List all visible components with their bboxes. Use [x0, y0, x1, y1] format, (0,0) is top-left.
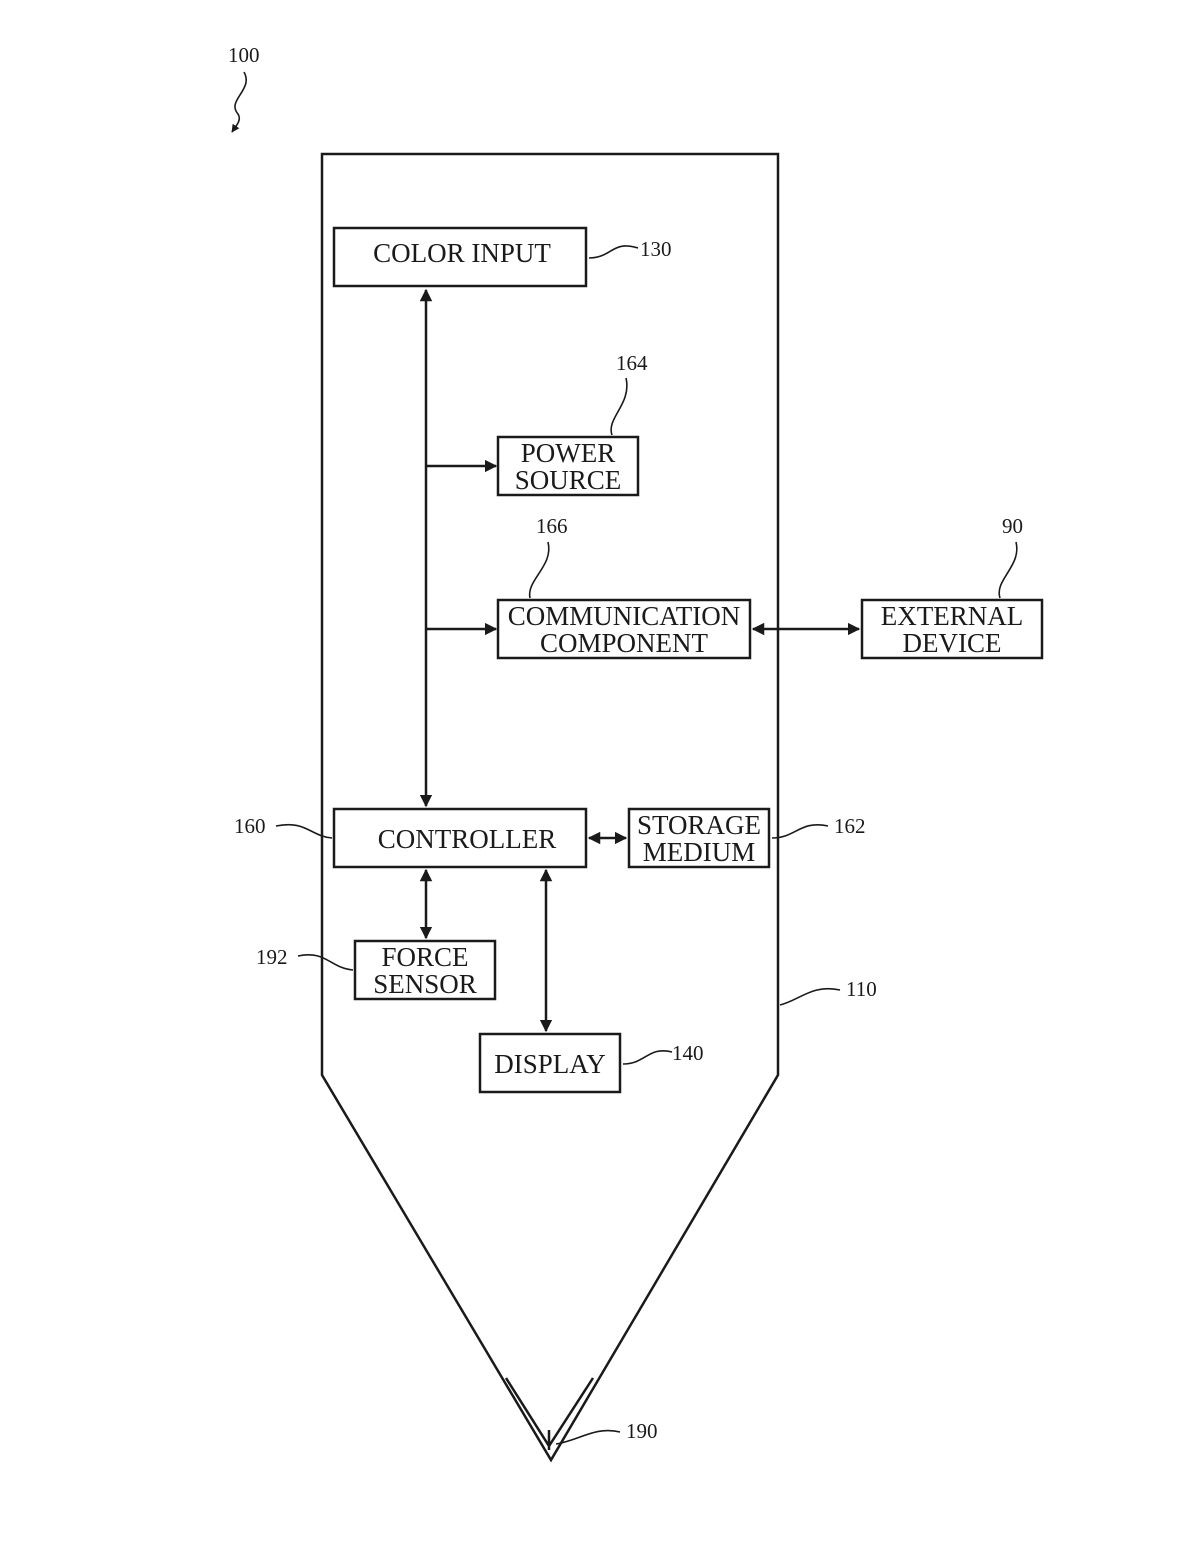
communication-component-block: COMMUNICATION COMPONENT [496, 598, 752, 660]
ref-110: 110 [846, 977, 877, 1001]
ref-192-leader [297, 954, 354, 971]
ref-130-leader [588, 245, 639, 259]
ref-166-leader [528, 541, 550, 599]
ref-192: 192 [256, 945, 288, 969]
ref-90-leader [998, 541, 1018, 599]
controller-label: CONTROLLER [378, 824, 557, 854]
ref-140: 140 [672, 1041, 704, 1065]
ref-162-leader [771, 824, 829, 839]
communication-component-label-line2: COMPONENT [540, 628, 709, 658]
force-sensor-block: FORCE SENSOR [353, 939, 497, 1001]
external-device-block: EXTERNAL DEVICE [860, 598, 1044, 660]
power-source-label-line2: SOURCE [515, 465, 622, 495]
storage-medium-block: STORAGE MEDIUM [627, 807, 771, 869]
external-device-label-line1: EXTERNAL [881, 601, 1023, 631]
stylus-body-outline [320, 152, 780, 1463]
color-input-label: COLOR INPUT [373, 238, 551, 268]
ref-130: 130 [640, 237, 672, 261]
ref-100: 100 [228, 43, 260, 67]
ref-100-arrow [231, 71, 247, 133]
ref-190: 190 [626, 1419, 658, 1443]
display-block: DISPLAY [478, 1032, 622, 1094]
ref-190-leader [555, 1429, 621, 1445]
color-input-block: COLOR INPUT [332, 226, 588, 288]
ref-164: 164 [616, 351, 648, 375]
external-device-label-line2: DEVICE [903, 628, 1002, 658]
ref-160-leader [275, 823, 333, 839]
force-sensor-label-line1: FORCE [381, 942, 468, 972]
power-source-label-line1: POWER [521, 438, 616, 468]
storage-medium-label-line2: MEDIUM [643, 837, 756, 867]
communication-component-label-line1: COMMUNICATION [508, 601, 741, 631]
ref-164-leader [610, 377, 628, 436]
storage-medium-label-line1: STORAGE [637, 810, 761, 840]
ref-140-leader [622, 1050, 673, 1065]
ref-90: 90 [1002, 514, 1023, 538]
ref-160: 160 [234, 814, 266, 838]
display-label: DISPLAY [494, 1049, 606, 1079]
controller-block: CONTROLLER [332, 807, 588, 869]
force-sensor-label-line2: SENSOR [373, 969, 477, 999]
ref-166: 166 [536, 514, 568, 538]
power-source-block: POWER SOURCE [496, 435, 640, 497]
ref-162: 162 [834, 814, 866, 838]
ref-110-leader [779, 987, 841, 1006]
